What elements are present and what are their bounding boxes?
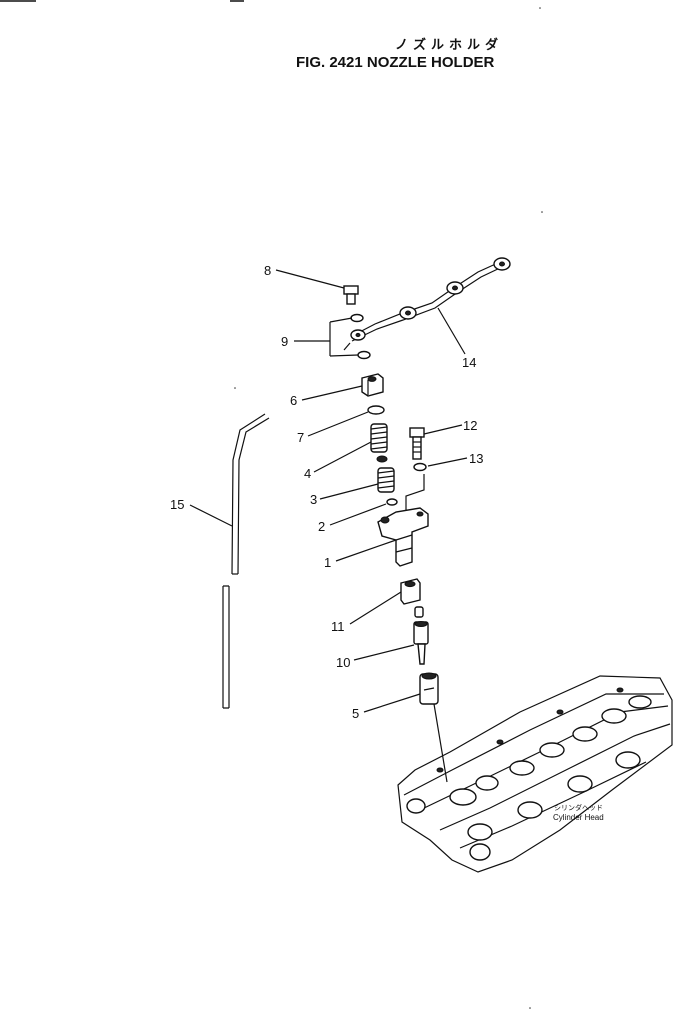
retaining-nut [400,578,421,605]
leader-4 [313,441,372,473]
callout-12: 12 [463,418,477,433]
nozzle-sleeve [419,672,439,705]
spring-lower [377,467,395,493]
leader-1 [335,539,397,562]
cylinder-head [397,675,673,873]
callout-8: 8 [264,263,271,278]
scan-speck [234,387,236,389]
leader-15 [189,504,233,527]
title-jp: ノズルホルダ [395,37,503,53]
leader-7 [307,411,369,437]
nozzle-tip [413,621,429,665]
callout-6: 6 [290,393,297,408]
callout-13: 13 [469,451,483,466]
scan-speck [539,7,541,9]
leader-8 [275,269,345,289]
callout-9: 9 [281,334,288,349]
banjo-bolt [343,285,359,305]
callout-14: 14 [462,355,476,370]
install-guide-line [433,703,448,783]
gasket-lower [357,350,371,360]
rod [222,413,270,709]
callout-1: 1 [324,555,331,570]
spring-seat [376,455,388,463]
cylinder-head-label-jp: シリンダヘッド [554,803,603,812]
callout-5: 5 [352,706,359,721]
cylinder-head-label-en: Cylinder Head [553,813,604,822]
callout-15: 15 [170,497,184,512]
callout-11: 11 [331,619,345,634]
spring-upper [370,423,388,453]
callout-10: 10 [336,655,350,670]
callout-7: 7 [297,430,304,445]
push-rod-end [386,498,398,506]
gasket-upper [350,313,364,323]
scan-speck [529,1007,531,1009]
callout-2: 2 [318,519,325,534]
leader-10 [353,644,415,661]
leak-off-pipe [343,257,511,351]
callout-3: 3 [310,492,317,507]
leader-6 [301,385,363,401]
distance-piece [414,606,424,618]
nozzle-holder-body [377,507,429,567]
leader-3 [319,483,379,500]
leader-11 [349,591,402,625]
holder-bolt [409,427,425,460]
leader-5 [363,693,421,713]
leader-2 [329,503,387,526]
scan-speck [541,211,543,213]
holder-washer [413,462,427,472]
leader-9 [294,317,359,357]
title-en: FIG. 2421 NOZZLE HOLDER [296,54,495,71]
callout-4: 4 [304,466,311,481]
bolt-guide-line [405,474,425,510]
cap-nut [361,373,384,397]
leader-14 [437,307,466,355]
washer [367,405,385,415]
leader-12 [423,424,463,435]
leader-13 [427,457,468,467]
